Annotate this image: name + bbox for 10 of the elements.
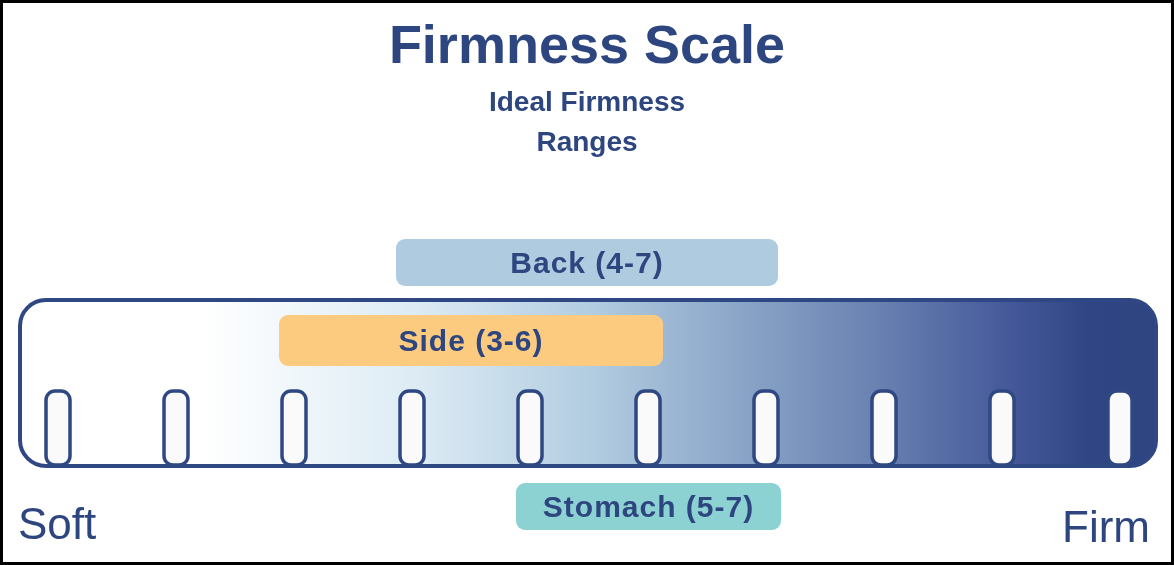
range-band (396, 239, 778, 286)
range-band (516, 483, 781, 530)
subtitle: Ideal Firmness Ranges (487, 85, 687, 159)
diagram-title: Firmness Scale (387, 13, 787, 76)
scale-end-label: Soft (18, 498, 97, 550)
band-label: Side (3-6) (398, 323, 544, 358)
range-band (279, 315, 663, 366)
band-label: Back (4-7) (510, 245, 664, 280)
scale-end-label: Firm (1062, 501, 1150, 553)
band-label: Stomach (5-7) (542, 489, 755, 524)
